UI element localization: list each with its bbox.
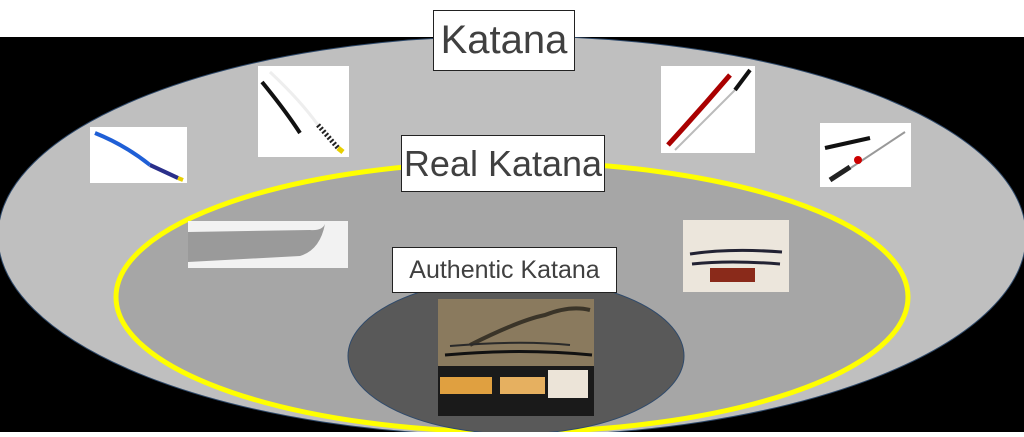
black-katana-red-tassel-icon [820,123,911,187]
authentic-katana-display-icon [438,299,594,416]
red-black-katana-icon [661,66,755,153]
katana-on-stand-icon [683,220,789,292]
blue-toy-katana-icon [90,127,187,183]
real-katana-label: Real Katana [401,135,605,192]
white-black-toy-katana-icon [258,66,349,157]
katana-label: Katana [433,10,575,71]
authentic-katana-label: Authentic Katana [392,247,617,293]
blade-closeup-icon [188,221,348,268]
